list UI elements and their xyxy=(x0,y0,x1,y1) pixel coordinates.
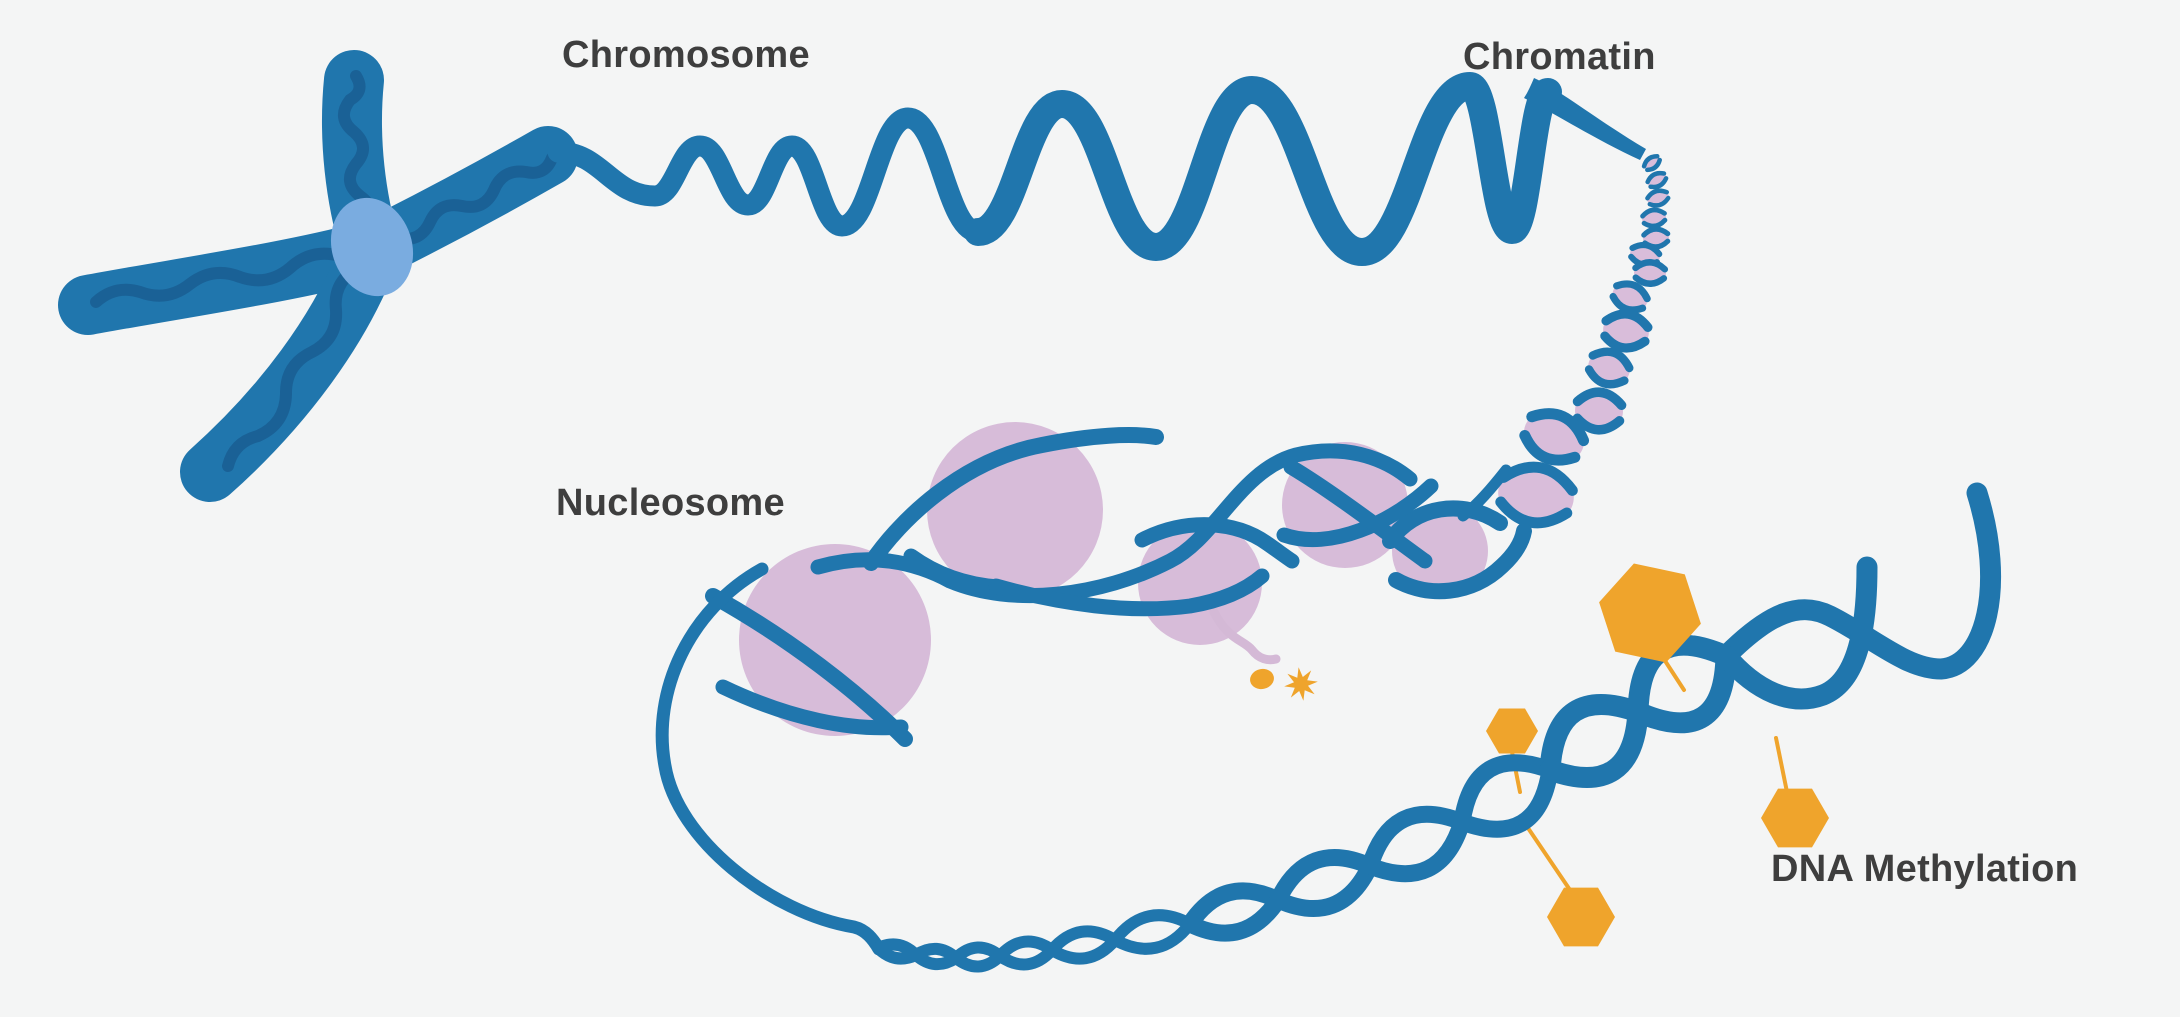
histone-tail xyxy=(1209,607,1281,665)
bead-wrap-strand xyxy=(1495,496,1573,529)
methyl-group-stem xyxy=(1526,826,1572,892)
bead-wrap-strand xyxy=(1588,347,1634,373)
chromosome-arm-coil xyxy=(392,152,558,245)
bead-wrap-strand xyxy=(1641,217,1668,229)
wrap-strand xyxy=(1388,523,1532,600)
chromosome-label: Chromosome xyxy=(562,34,810,76)
nucleosome-label: Nucleosome xyxy=(556,482,785,524)
nucleosome-wrap-strands xyxy=(655,427,1532,956)
bead-wrap-strand xyxy=(1632,274,1668,287)
bead-wrap-strand xyxy=(1629,242,1663,258)
wrap-strand xyxy=(1457,464,1512,522)
nucleosome-bead-chain xyxy=(1495,153,1671,529)
chromosome-illustration xyxy=(58,50,578,502)
chromatin-fiber-segment xyxy=(547,107,989,243)
bead xyxy=(1645,188,1671,208)
bead-wrap-strand xyxy=(1613,280,1651,303)
dna-double-helix xyxy=(872,482,2002,973)
wrap-strand xyxy=(1276,478,1439,548)
wrap-strand xyxy=(1134,517,1300,569)
bead-wrap-strand xyxy=(1641,226,1671,238)
wrap-strand xyxy=(1283,459,1433,569)
chromosome-arm-coil xyxy=(90,247,346,308)
wrap-strand xyxy=(715,679,909,736)
histone-modification-star xyxy=(1284,667,1318,701)
dna-strand xyxy=(1539,556,1878,788)
methyl-group-hexagon xyxy=(1547,887,1615,947)
dna-strand xyxy=(1181,754,1559,942)
bead xyxy=(1495,461,1578,529)
nucleosome-core xyxy=(1392,503,1488,599)
methyl-group-hexagon xyxy=(1761,788,1829,848)
bead-wrap-strand xyxy=(1645,157,1662,173)
bead-wrap-strand xyxy=(1641,153,1660,169)
bead xyxy=(1609,280,1651,314)
methyl-group-hexagon xyxy=(1599,563,1701,663)
wrap-strand xyxy=(1382,500,1508,549)
bead-wrap-strand xyxy=(1519,429,1581,466)
bead-wrap-strand xyxy=(1645,188,1670,201)
bead xyxy=(1584,347,1634,389)
bead-wrap-strand xyxy=(1572,413,1625,435)
chromatin-fiber-taper xyxy=(1524,78,1646,160)
bead xyxy=(1632,259,1669,287)
dna-strand xyxy=(872,909,1196,973)
chromatin-fiber-segment xyxy=(964,72,1562,266)
wrap-strand xyxy=(988,568,1270,617)
bead-wrap-strand xyxy=(1640,207,1667,219)
bead-wrap-strand xyxy=(1600,331,1650,353)
methyl-group-hexagon xyxy=(1486,708,1538,754)
methyl-groups xyxy=(1486,563,1829,947)
bead xyxy=(1600,309,1653,353)
bead-wrap-strand xyxy=(1601,309,1653,332)
bead xyxy=(1572,387,1627,435)
bead xyxy=(1641,153,1662,173)
bead-wrap-strand xyxy=(1648,176,1669,190)
dna-methylation-label: DNA Methylation xyxy=(1771,848,2079,890)
chromosome-arm-coil xyxy=(222,262,364,472)
wrap-strand xyxy=(863,427,1164,571)
histone-modifications xyxy=(1250,667,1318,701)
bead xyxy=(1645,170,1669,190)
bead-wrap-strand xyxy=(1498,461,1578,496)
centromere xyxy=(330,197,414,297)
bead-wrap-strand xyxy=(1647,195,1671,208)
chromatin-fiber xyxy=(547,72,1646,266)
dna-strand xyxy=(1539,482,2002,781)
chromatin-label: Chromatin xyxy=(1463,36,1656,78)
bead-wrap-strand xyxy=(1526,408,1590,447)
dna-strand xyxy=(1181,761,1559,933)
bead-wrap-strand xyxy=(1632,259,1669,273)
bead-wrap-strand xyxy=(1572,387,1627,411)
bead xyxy=(1640,207,1668,229)
bead-wrap-strand xyxy=(1645,170,1667,185)
bead xyxy=(1519,408,1590,466)
histone-modification-dot xyxy=(1250,668,1274,690)
wrap-strand xyxy=(655,562,886,956)
bead-wrap-strand xyxy=(1609,292,1647,314)
nucleosome-core xyxy=(739,544,931,736)
methyl-group-stem xyxy=(1774,736,1789,794)
bead-wrap-strand xyxy=(1584,365,1629,389)
